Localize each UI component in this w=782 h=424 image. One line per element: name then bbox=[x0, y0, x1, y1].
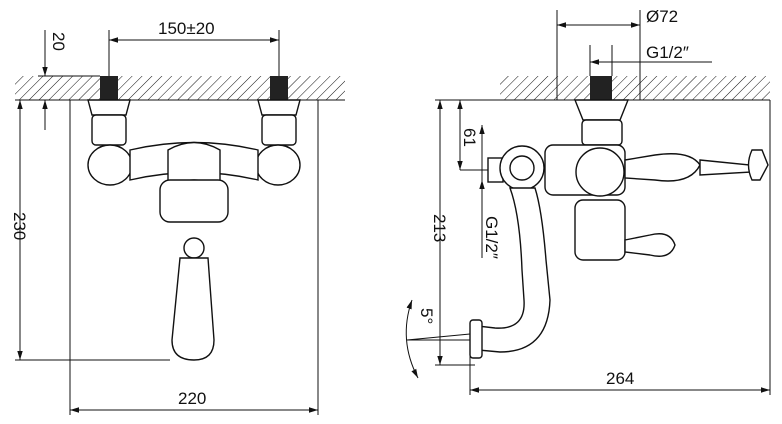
dim-height-label: 230 bbox=[10, 212, 29, 240]
dim-height-side-label: 213 bbox=[430, 214, 449, 242]
dim-wall-depth-label: 20 bbox=[49, 32, 68, 51]
dim-thread-top-label: G1/2″ bbox=[646, 43, 689, 62]
front-view: 150±20 20 230 220 bbox=[10, 19, 345, 415]
dim-thread-side-label: G1/2″ bbox=[482, 216, 501, 259]
dim-spacing-label: 150±20 bbox=[158, 19, 215, 38]
dim-width-label: 220 bbox=[178, 389, 206, 408]
dim-diameter-label: Ø72 bbox=[646, 7, 678, 26]
thread-stub-side bbox=[590, 76, 612, 100]
dim-outlet-offset-label: 61 bbox=[460, 128, 479, 147]
faucet-front bbox=[87, 99, 301, 361]
dim-angle-label: 5° bbox=[417, 308, 436, 324]
dim-depth-label: 264 bbox=[606, 369, 634, 388]
thread-stub-right bbox=[270, 76, 288, 100]
wall-hatch bbox=[15, 76, 345, 100]
faucet-side bbox=[469, 99, 769, 359]
wall-hatch-side bbox=[500, 76, 770, 100]
thread-stub-left bbox=[100, 76, 118, 100]
side-view: Ø72 G1/2″ 213 61 G1/2″ 5° 264 bbox=[405, 7, 771, 395]
